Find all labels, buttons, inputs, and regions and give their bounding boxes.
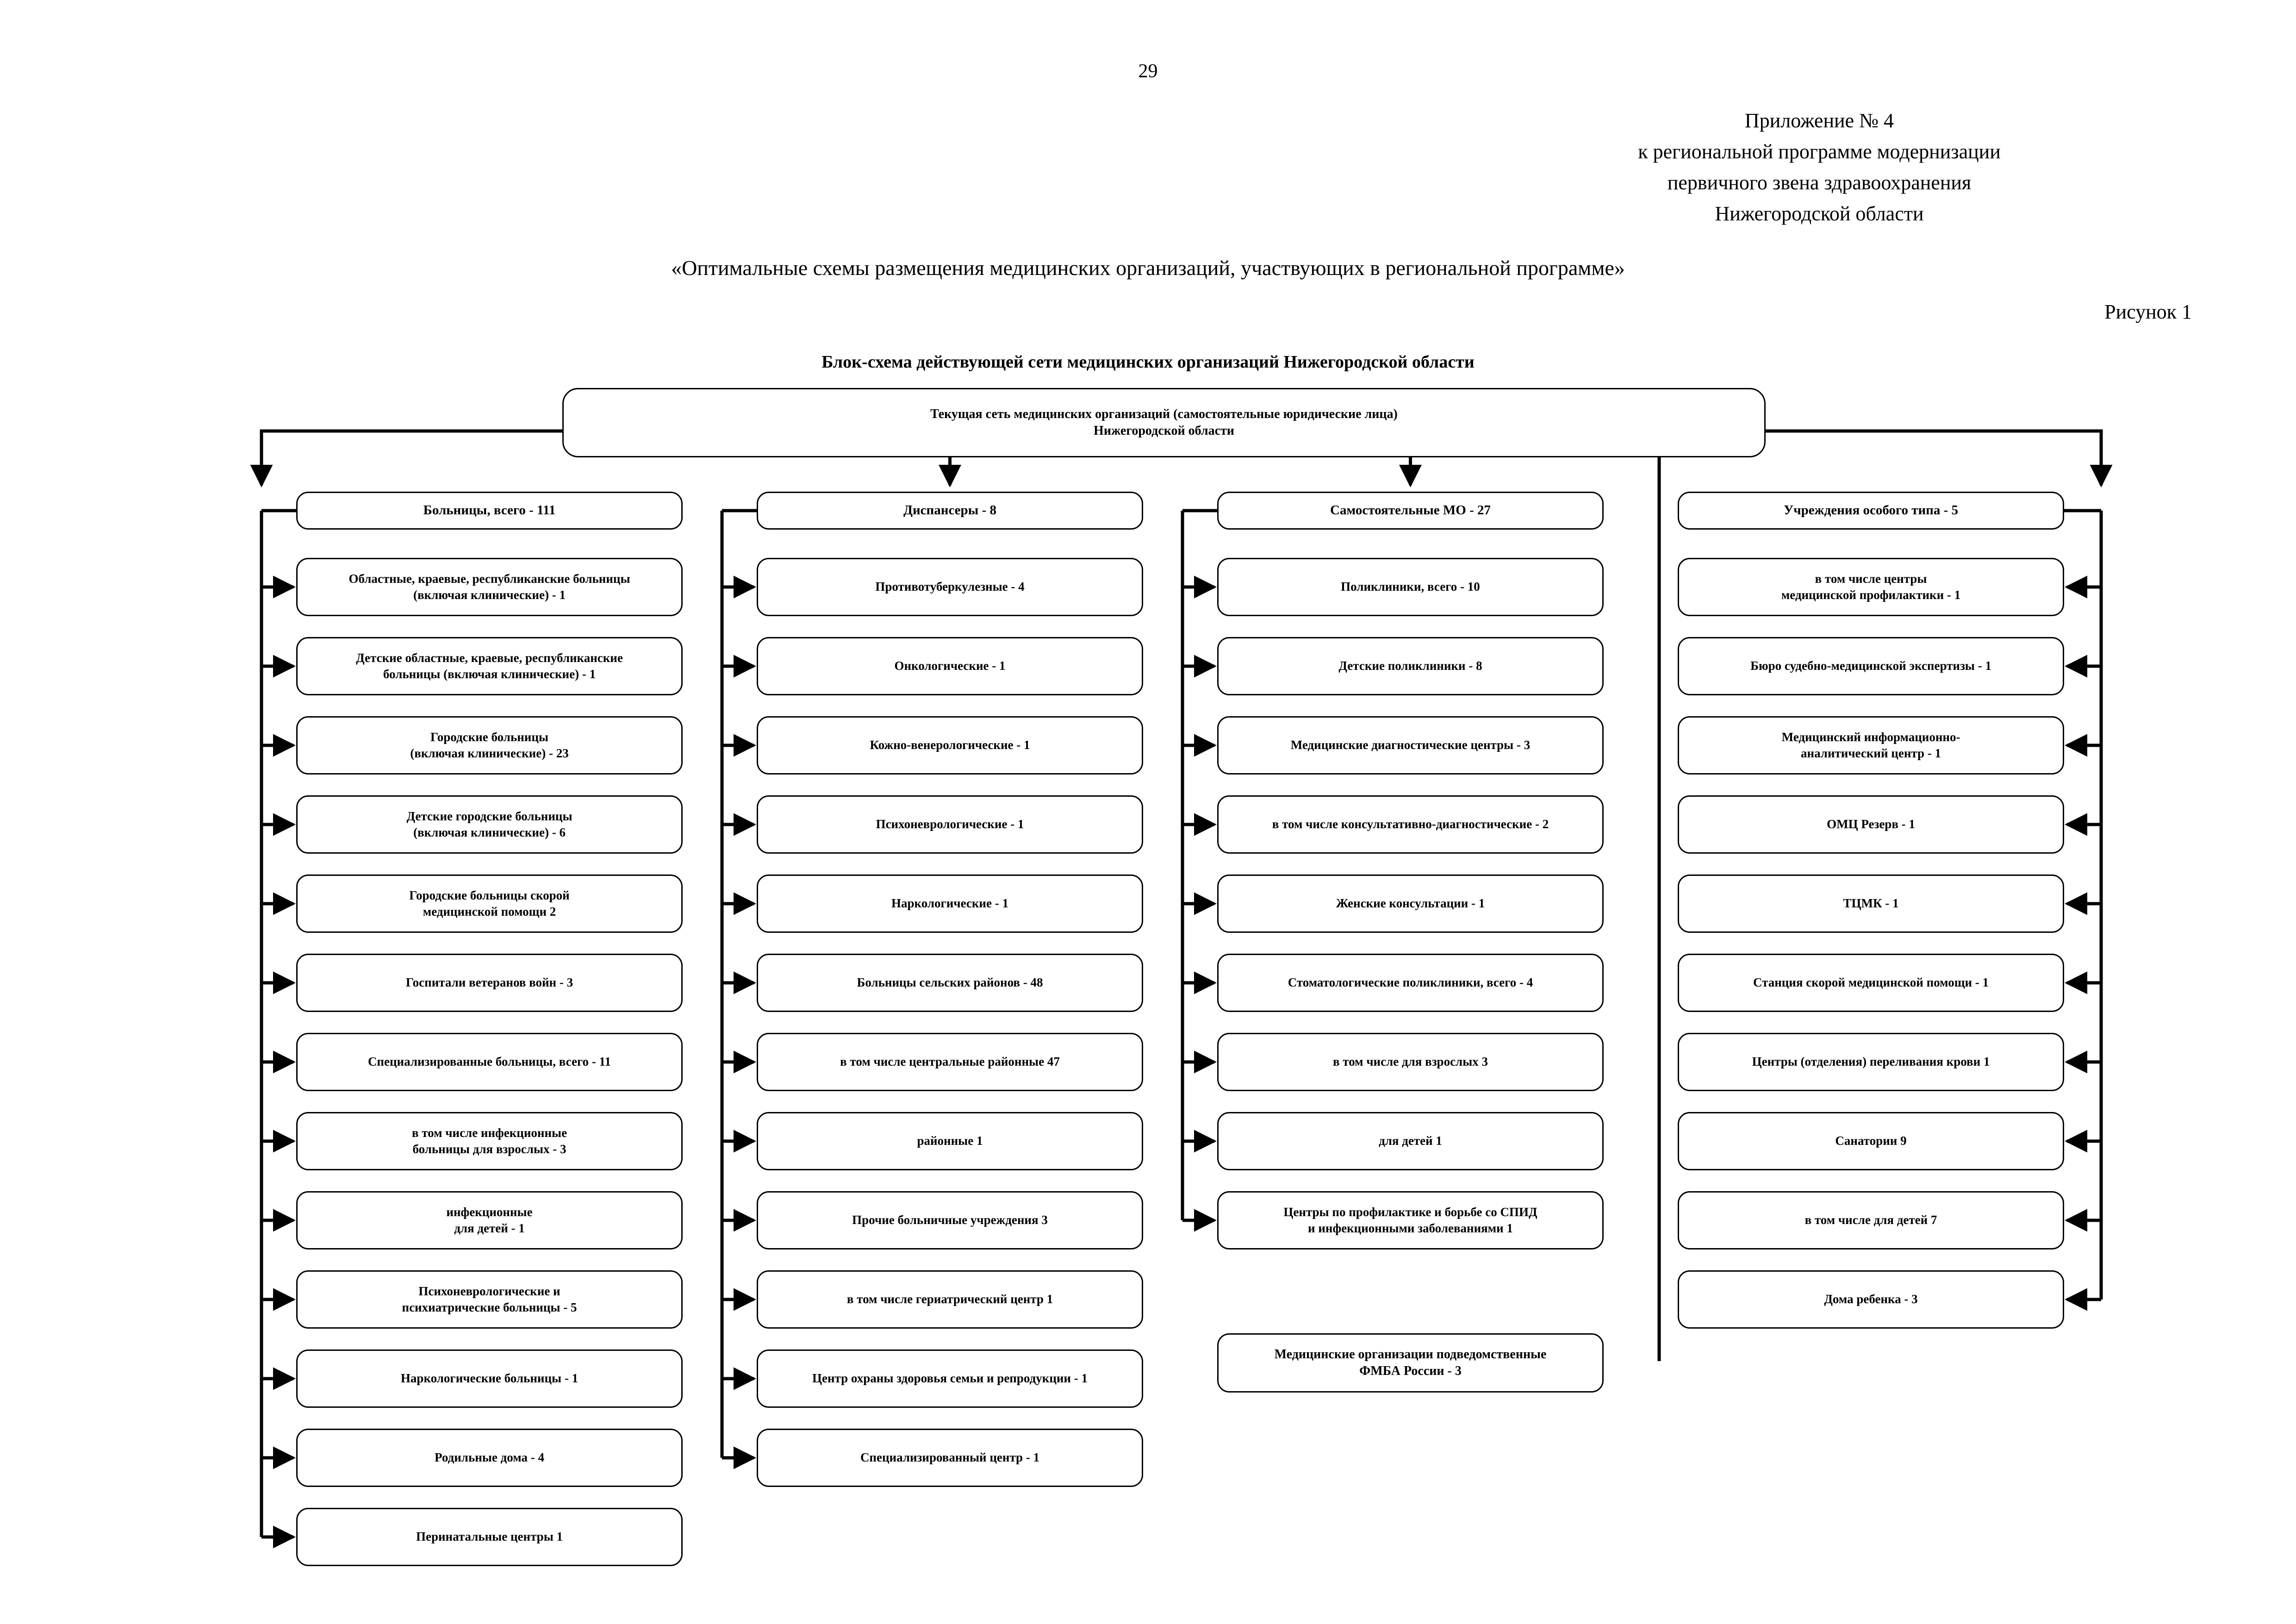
column-3-item-9: Центры по профилактике и борьбе со СПИД … <box>1217 1191 1604 1249</box>
column-3-item-7: в том числе для взрослых 3 <box>1217 1033 1604 1091</box>
column-header-3: Самостоятельные МО - 27 <box>1217 492 1604 530</box>
column-4-item-2: Бюро судебно-медицинской экспертизы - 1 <box>1678 637 2064 695</box>
column-header-4: Учреждения особого типа - 5 <box>1678 492 2064 530</box>
column-3-item-6: Стоматологические поликлиники, всего - 4 <box>1217 954 1604 1012</box>
column-1-item-12: Родильные дома - 4 <box>296 1429 683 1487</box>
document-quoted-title: «Оптимальные схемы размещения медицински… <box>671 256 1625 280</box>
column-1-item-5: Городские больницы скорой медицинской по… <box>296 874 683 933</box>
appendix-reference-block: Приложение № 4 к региональной программе … <box>1495 106 2143 230</box>
column-4-item-3: Медицинский информационно- аналитический… <box>1678 716 2064 775</box>
column-2-item-2: Онкологические - 1 <box>757 637 1143 695</box>
column-4-item-4: ОМЦ Резерв - 1 <box>1678 795 2064 854</box>
column-2-item-10: в том числе гериатрический центр 1 <box>757 1270 1143 1329</box>
appendix-line-3: первичного звена здравоохранения <box>1667 171 1972 194</box>
column-1-item-2: Детские областные, краевые, республиканс… <box>296 637 683 695</box>
column-1-item-11: Наркологические больницы - 1 <box>296 1349 683 1408</box>
column-2-item-8: районные 1 <box>757 1112 1143 1170</box>
column-4-item-10: Дома ребенка - 3 <box>1678 1270 2064 1329</box>
column-3-item-4: в том числе консультативно-диагностическ… <box>1217 795 1604 854</box>
column-3-item-8: для детей 1 <box>1217 1112 1604 1170</box>
appendix-line-4: Нижегородской области <box>1715 202 1924 225</box>
column-1-item-3: Городские больницы (включая клинические)… <box>296 716 683 775</box>
root-node: Текущая сеть медицинских организаций (са… <box>562 388 1766 457</box>
column-3-item-2: Детские поликлиники - 8 <box>1217 637 1604 695</box>
column-3-item-3: Медицинские диагностические центры - 3 <box>1217 716 1604 775</box>
column-header-2: Диспансеры - 8 <box>757 492 1143 530</box>
figure-label: Рисунок 1 <box>2104 300 2192 323</box>
column-1-item-1: Областные, краевые, республиканские боль… <box>296 558 683 616</box>
column-4-item-5: ТЦМК - 1 <box>1678 874 2064 933</box>
column-1-item-6: Госпитали ветеранов войн - 3 <box>296 954 683 1012</box>
column-4-item-6: Станция скорой медицинской помощи - 1 <box>1678 954 2064 1012</box>
column-2-item-5: Наркологические - 1 <box>757 874 1143 933</box>
column-2-item-7: в том числе центральные районные 47 <box>757 1033 1143 1091</box>
column-4-item-8: Санатории 9 <box>1678 1112 2064 1170</box>
column-header-1: Больницы, всего - 111 <box>296 492 683 530</box>
column-4-item-1: в том числе центры медицинской профилакт… <box>1678 558 2064 616</box>
column-4-item-7: Центры (отделения) переливания крови 1 <box>1678 1033 2064 1091</box>
column-3-item-1: Поликлиники, всего - 10 <box>1217 558 1604 616</box>
column-2-item-12: Специализированный центр - 1 <box>757 1429 1143 1487</box>
column-2-item-9: Прочие больничные учреждения 3 <box>757 1191 1143 1249</box>
column-1-item-13: Перинатальные центры 1 <box>296 1508 683 1566</box>
column-2-item-1: Противотуберкулезные - 4 <box>757 558 1143 616</box>
appendix-line-2: к региональной программе модернизации <box>1638 140 2001 163</box>
column-1-item-7: Специализированные больницы, всего - 11 <box>296 1033 683 1091</box>
column-2-item-6: Больницы сельских районов - 48 <box>757 954 1143 1012</box>
column-3-standalone-node: Медицинские организации подведомственные… <box>1217 1333 1604 1393</box>
column-1-item-4: Детские городские больницы (включая клин… <box>296 795 683 854</box>
page-number: 29 <box>1138 61 1158 82</box>
column-2-item-3: Кожно-венерологические - 1 <box>757 716 1143 775</box>
column-1-item-9: инфекционные для детей - 1 <box>296 1191 683 1249</box>
column-1-item-8: в том числе инфекционные больницы для вз… <box>296 1112 683 1170</box>
appendix-line-1: Приложение № 4 <box>1744 109 1894 132</box>
column-4-item-9: в том числе для детей 7 <box>1678 1191 2064 1249</box>
column-1-item-10: Психоневрологические и психиатрические б… <box>296 1270 683 1329</box>
column-2-item-11: Центр охраны здоровья семьи и репродукци… <box>757 1349 1143 1408</box>
column-2-item-4: Психоневрологические - 1 <box>757 795 1143 854</box>
column-3-item-5: Женские консультации - 1 <box>1217 874 1604 933</box>
diagram-title: Блок-схема действующей сети медицинских … <box>821 352 1475 372</box>
